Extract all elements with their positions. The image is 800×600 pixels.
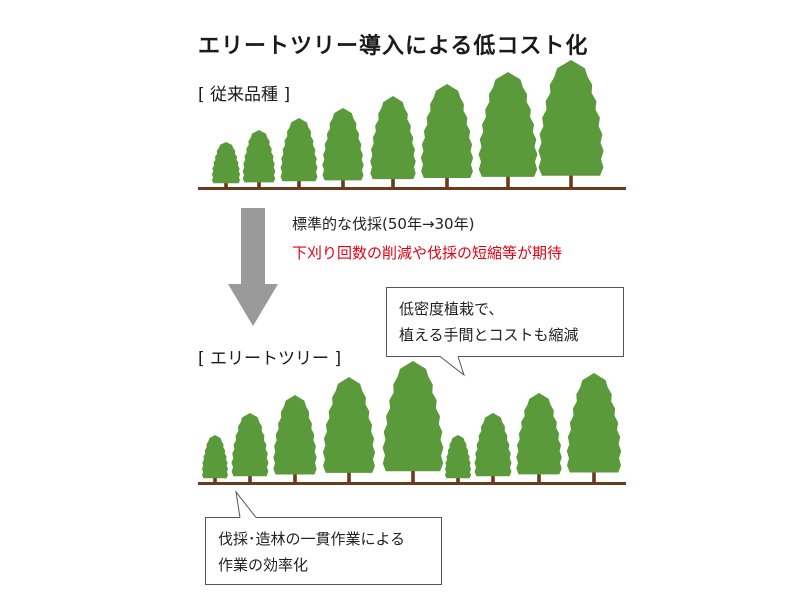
tree-crown <box>370 95 416 180</box>
tree-crown <box>202 435 228 479</box>
tree-trunk <box>491 471 495 483</box>
tree-crown <box>280 117 318 182</box>
traditional-ground-line <box>198 187 626 190</box>
tree-trunk <box>569 167 573 188</box>
tree-trunk <box>213 475 217 483</box>
traditional-tree-2 <box>242 130 276 188</box>
down-arrow-icon <box>228 208 278 326</box>
elite-tree-2 <box>231 412 269 483</box>
tree-crown <box>382 360 444 472</box>
elite-tree-8 <box>516 392 562 483</box>
tree-crown <box>538 60 604 176</box>
tree-trunk <box>592 465 596 483</box>
tree-crown <box>322 377 376 473</box>
traditional-label: [ 従来品種 ] <box>198 85 291 105</box>
elite-tree-9 <box>566 373 622 483</box>
tree-crown <box>516 392 562 475</box>
standard-harvest-caption: 標準的な伐採(50年→30年) <box>292 215 475 233</box>
bubble-top-tail <box>439 356 465 377</box>
elite-tree-1 <box>202 435 228 483</box>
tree-trunk <box>537 468 541 483</box>
tree-crown <box>445 435 471 479</box>
traditional-tree-1 <box>211 142 241 188</box>
tree-trunk <box>411 463 415 483</box>
tree-crown <box>242 130 276 183</box>
bubble-top-line1: 低密度植栽で、 <box>399 300 504 318</box>
tree-trunk <box>297 176 301 188</box>
bubble-bottom-line1: 伐採･造林の一貫作業による <box>218 530 406 548</box>
traditional-tree-8 <box>538 60 604 188</box>
integrated-operation-bubble: 伐採･造林の一貫作業による 作業の効率化 <box>205 517 442 585</box>
elite-tree-6 <box>445 435 471 483</box>
tree-crown <box>211 142 241 184</box>
elite-tree-5 <box>382 360 444 483</box>
elite-tree-label: [ エリートツリー ] <box>198 349 342 369</box>
page-title: エリートツリー導入による低コスト化 <box>198 34 589 59</box>
traditional-tree-6 <box>420 84 474 188</box>
tree-trunk <box>341 175 345 188</box>
tree-trunk <box>347 466 351 483</box>
traditional-tree-7 <box>478 71 538 188</box>
bubble-bottom-line2: 作業の効率化 <box>218 556 309 574</box>
tree-trunk <box>293 468 297 483</box>
traditional-tree-3 <box>280 117 318 188</box>
elite-tree-4 <box>322 377 376 483</box>
traditional-tree-5 <box>370 95 416 188</box>
tree-crown <box>231 412 269 477</box>
traditional-tree-4 <box>322 108 364 188</box>
tree-trunk <box>456 475 460 483</box>
tree-trunk <box>248 471 252 483</box>
tree-crown <box>420 84 474 179</box>
tree-trunk <box>257 178 261 188</box>
tree-crown <box>273 394 317 475</box>
tree-trunk <box>445 171 449 188</box>
tree-trunk <box>224 180 228 188</box>
bubble-top-line2: 植える手間とコストも縮減 <box>399 326 579 344</box>
elite-tree-3 <box>273 394 317 483</box>
tree-trunk <box>391 173 395 188</box>
tree-crown <box>478 71 538 177</box>
tree-crown <box>322 108 364 181</box>
expected-benefit-caption: 下刈り回数の削減や伐採の短縮等が期待 <box>292 244 563 262</box>
tree-crown <box>474 412 512 477</box>
elite-tree-7 <box>474 412 512 483</box>
bubble-bottom-tail <box>235 490 257 518</box>
elite-ground-line <box>198 482 626 485</box>
tree-crown <box>566 373 622 473</box>
tree-trunk <box>506 169 510 188</box>
low-density-planting-bubble: 低密度植栽で、 植える手間とコストも縮減 <box>386 287 624 357</box>
